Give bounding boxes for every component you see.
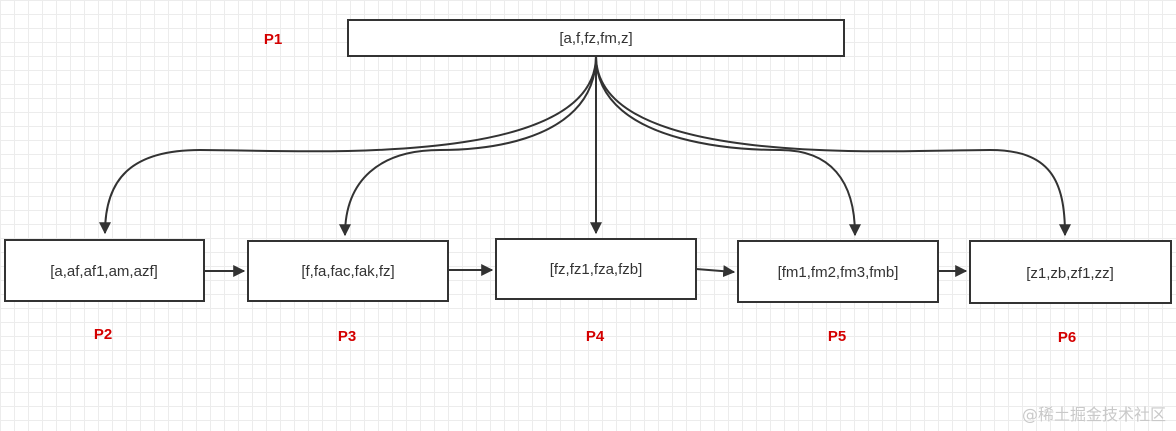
node-p3-keys: [f,fa,fac,fak,fz] xyxy=(301,263,394,280)
node-p2-box xyxy=(4,239,205,302)
node-p3-box xyxy=(247,240,449,302)
page-label-p1: P1 xyxy=(264,31,282,48)
edge-p1-p3 xyxy=(339,55,597,237)
child-nodes: [a,af,af1,am,azf] P2 [f,fa,fac,fak,fz] P… xyxy=(4,238,1172,346)
node-p5-box xyxy=(737,240,939,303)
node-p5: [fm1,fm2,fm3,fmb] P5 xyxy=(737,240,939,345)
page-label-p3: P3 xyxy=(338,328,356,345)
node-p6: [z1,zb,zf1,zz] P6 xyxy=(969,240,1172,346)
node-p5-keys: [fm1,fm2,fm3,fmb] xyxy=(778,264,899,281)
watermark: @稀土掘金技术社区 xyxy=(1021,405,1166,424)
edge-p1-p2 xyxy=(99,55,597,235)
node-p1: [a,f,fz,fm,z] P1 xyxy=(264,19,845,57)
node-p1-box xyxy=(347,19,845,57)
node-p6-box xyxy=(969,240,1172,304)
edge-p4-p5 xyxy=(695,265,736,278)
edge-p1-p6 xyxy=(595,55,1071,237)
node-p4: [fz,fz1,fza,fzb] P4 xyxy=(495,238,697,345)
node-p1-keys: [a,f,fz,fm,z] xyxy=(559,30,632,47)
node-p4-keys: [fz,fz1,fza,fzb] xyxy=(550,261,643,278)
node-p3: [f,fa,fac,fak,fz] P3 xyxy=(247,240,449,345)
edge-p1-p5 xyxy=(595,55,861,237)
node-p2-keys: [a,af,af1,am,azf] xyxy=(50,263,158,280)
page-label-p4: P4 xyxy=(586,328,605,345)
page-label-p6: P6 xyxy=(1058,329,1076,346)
page-label-p2: P2 xyxy=(94,326,112,343)
edges-layer xyxy=(99,55,1071,278)
node-p2: [a,af,af1,am,azf] P2 xyxy=(4,239,205,343)
node-p4-box xyxy=(495,238,697,300)
node-p6-keys: [z1,zb,zf1,zz] xyxy=(1026,265,1114,282)
page-label-p5: P5 xyxy=(828,328,846,345)
